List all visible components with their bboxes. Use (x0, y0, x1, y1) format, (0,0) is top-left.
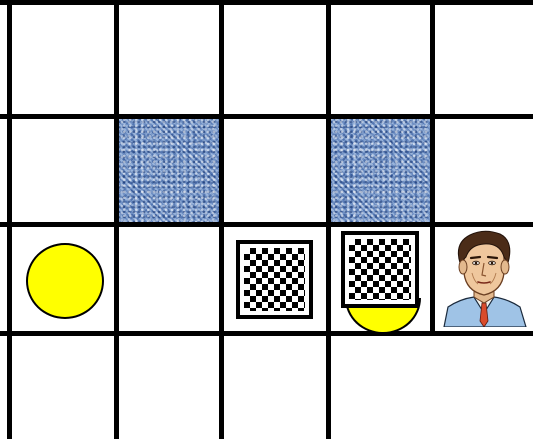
board-cell[interactable] (117, 225, 222, 333)
board-cell[interactable] (0, 333, 117, 439)
grid-line (114, 0, 119, 439)
grid-line (0, 222, 533, 227)
board-cell[interactable] (0, 118, 117, 225)
board-cell[interactable] (433, 118, 533, 225)
grid-line (430, 0, 435, 333)
wall-cell (117, 118, 222, 225)
board-cell[interactable] (117, 333, 222, 439)
board-cell[interactable] (0, 0, 117, 118)
board-cell[interactable] (433, 0, 533, 118)
grid-line (326, 0, 331, 439)
wall-cell (329, 118, 433, 225)
grid-line (219, 0, 224, 439)
grid-line (0, 331, 533, 336)
board-cell[interactable] (117, 0, 222, 118)
grid-line (0, 114, 533, 119)
grid-line (7, 0, 12, 439)
checkered-crate-on-pellet-icon[interactable] (341, 231, 419, 308)
board-cell[interactable] (329, 0, 433, 118)
grid-line (0, 0, 533, 5)
board-cell[interactable] (222, 118, 329, 225)
board-cell[interactable] (222, 333, 329, 439)
man-portrait-icon[interactable] (440, 229, 528, 327)
board-cell[interactable] (222, 0, 329, 118)
yellow-circle-icon (26, 243, 104, 319)
checkered-crate-icon[interactable] (236, 240, 313, 319)
